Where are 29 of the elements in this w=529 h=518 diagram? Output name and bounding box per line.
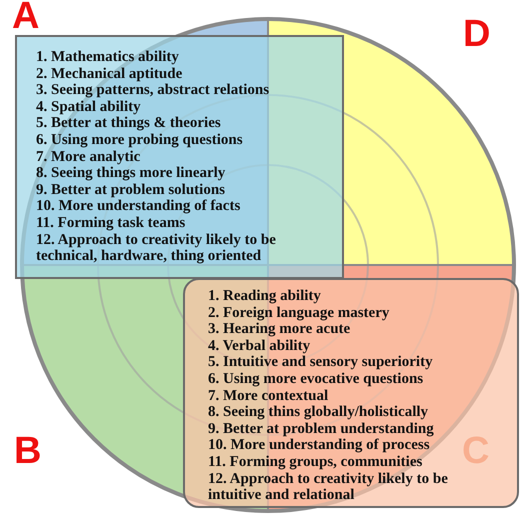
list-item: 9. Better at problem solutions — [36, 182, 226, 198]
list-item: 2. Foreign language mastery — [208, 304, 390, 322]
list-item: 10. More understanding of process — [208, 437, 430, 454]
list-item: 4. Spatial ability — [36, 98, 141, 116]
list-item: 7. More analytic — [36, 148, 140, 166]
list-item: 6. Using more probing questions — [36, 132, 243, 149]
list-item: 3. Seeing patterns, abstract relations — [36, 82, 270, 99]
quadrant-letter: B — [14, 432, 42, 470]
list-item: 2. Mechanical aptitude — [36, 66, 182, 82]
list-item: 10. More understanding of facts — [36, 198, 240, 215]
list-item: 9. Better at problem understanding — [208, 420, 434, 438]
text-panel — [183, 278, 519, 508]
list-item: 4. Verbal ability — [208, 338, 310, 354]
list-item: 12. Approach to creativity likely to be technical, hardware, thing oriented — [36, 232, 277, 265]
list-item: 11. Forming groups, communities — [208, 454, 422, 471]
quadrant-letter: D — [463, 15, 490, 53]
list-item: 8. Seeing things more linearly — [36, 165, 226, 182]
list-item: 3. Hearing more acute — [208, 321, 350, 338]
list-item: 8. Seeing thins globally/holistically — [208, 404, 428, 421]
list-item: 1. Reading ability — [208, 288, 321, 305]
list-item: 1. Mathematics ability — [36, 49, 179, 66]
list-item: 6. Using more evocative questions — [208, 370, 424, 388]
list-item: 5. Better at things & theories — [36, 115, 221, 132]
list-item: 7. More contextual — [208, 388, 328, 404]
list-item: 12. Approach to creativity likely to be intuitive and relational — [208, 470, 449, 504]
list-item: 5. Intuitive and sensory superiority — [208, 354, 433, 371]
list-item: 11. Forming task teams — [36, 214, 186, 232]
quadrant-letter: A — [12, 0, 40, 35]
text-panel — [15, 35, 344, 279]
